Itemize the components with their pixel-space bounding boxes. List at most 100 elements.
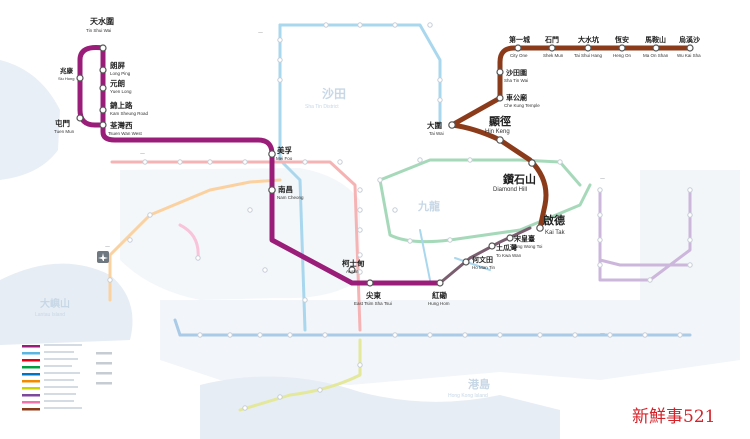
svg-text:Sha Tin Wai: Sha Tin Wai xyxy=(504,78,528,83)
svg-text:沙田圍: 沙田圍 xyxy=(506,68,527,77)
svg-text:Tuen Mun: Tuen Mun xyxy=(54,129,75,134)
svg-text:Che Kung Temple: Che Kung Temple xyxy=(504,103,540,108)
svg-text:—: — xyxy=(600,331,605,337)
station-east-tsim-sha-tsui: 尖東 East Tsim Sha Tsui xyxy=(354,290,392,306)
svg-text:—: — xyxy=(140,151,145,157)
svg-text:土瓜灣: 土瓜灣 xyxy=(496,243,517,252)
svg-text:To Kwa Wan: To Kwa Wan xyxy=(496,253,522,258)
region-labels: 沙田 Sha Tin District 九龍 大嶼山 Lantau Island… xyxy=(35,87,490,399)
svg-text:尖東: 尖東 xyxy=(366,290,381,300)
svg-text:大圍: 大圍 xyxy=(427,120,442,130)
svg-text:Ho Man Tin: Ho Man Tin xyxy=(472,265,496,270)
station-long-ping: 朗屏 Long Ping xyxy=(110,60,131,76)
svg-text:Kai Tak: Kai Tak xyxy=(545,230,566,236)
svg-text:East Tsim Sha Tsui: East Tsim Sha Tsui xyxy=(354,301,392,306)
svg-text:City One: City One xyxy=(510,53,528,58)
svg-text:南昌: 南昌 xyxy=(278,184,293,194)
svg-text:Tai Wai: Tai Wai xyxy=(429,131,444,136)
svg-text:鑽石山: 鑽石山 xyxy=(503,172,536,186)
svg-text:Long Ping: Long Ping xyxy=(110,71,131,76)
svg-text:港島: 港島 xyxy=(468,377,490,391)
station-che-kung-temple: 車公廟 Che Kung Temple xyxy=(504,93,540,108)
svg-text:朗屏: 朗屏 xyxy=(110,60,125,70)
station-mei-foo: 美孚 Mei Foo xyxy=(276,145,293,161)
svg-text:第一城: 第一城 xyxy=(509,35,530,44)
station-shek-mun: 石門 Shek Mun xyxy=(543,35,564,58)
background-lines xyxy=(108,23,692,412)
station-tai-wai: 大圍 Tai Wai xyxy=(427,120,444,136)
svg-text:宋皇臺: 宋皇臺 xyxy=(513,234,535,243)
station-diamond-hill: 鑽石山 Diamond Hill xyxy=(493,172,536,193)
station-heng-on: 恆安 Heng On xyxy=(613,35,632,58)
svg-text:Diamond Hill: Diamond Hill xyxy=(493,187,527,193)
station-nam-cheong: 南昌 Nam Cheong xyxy=(277,184,304,200)
svg-text:烏溪沙: 烏溪沙 xyxy=(679,35,700,44)
svg-text:錦上路: 錦上路 xyxy=(109,100,133,110)
svg-text:恆安: 恆安 xyxy=(615,35,629,44)
svg-text:Kam Sheung Road: Kam Sheung Road xyxy=(110,111,149,116)
svg-text:沙田: 沙田 xyxy=(322,87,346,101)
svg-text:Lantau Island: Lantau Island xyxy=(35,312,65,318)
station-ho-man-tin: 何文田 Ho Man Tin xyxy=(472,255,496,270)
station-kam-sheung-road: 錦上路 Kam Sheung Road xyxy=(109,100,149,116)
station-labels: 天水圍 Tin Shui Wai 朗屏 Long Ping 元朗 Yuen Lo… xyxy=(54,16,701,306)
station-markers xyxy=(76,44,694,287)
svg-text:天水圍: 天水圍 xyxy=(90,16,114,26)
svg-text:顯徑: 顯徑 xyxy=(489,114,511,128)
svg-text:Tsuen Wan West: Tsuen Wan West xyxy=(108,131,143,136)
station-tsuen-wan-west: 荃灣西 Tsuen Wan West xyxy=(108,120,143,136)
station-yuen-long: 元朗 Yuen Long xyxy=(110,78,132,94)
station-wu-kai-sha: 烏溪沙 Wu Kai Sha xyxy=(677,35,701,58)
svg-text:馬鞍山: 馬鞍山 xyxy=(645,35,666,44)
svg-text:Hung Hom: Hung Hom xyxy=(428,301,450,306)
svg-text:九龍: 九龍 xyxy=(417,199,440,213)
svg-text:Yuen Long: Yuen Long xyxy=(110,89,132,94)
station-tai-shui-hang: 大水坑 Tai Shui Hang xyxy=(574,35,603,58)
svg-text:大水坑: 大水坑 xyxy=(578,35,599,44)
svg-text:Ma On Shan: Ma On Shan xyxy=(643,53,669,58)
station-to-kwa-wan: 土瓜灣 To Kwa Wan xyxy=(496,243,522,258)
svg-text:Austin: Austin xyxy=(346,269,359,274)
legend xyxy=(22,344,112,411)
svg-text:Hong Kong Island: Hong Kong Island xyxy=(448,393,488,399)
svg-text:Nam Cheong: Nam Cheong xyxy=(277,195,304,200)
station-sha-tin-wai: 沙田圍 Sha Tin Wai xyxy=(504,68,528,83)
svg-text:—: — xyxy=(105,244,110,250)
svg-text:車公廟: 車公廟 xyxy=(506,93,527,102)
svg-text:大嶼山: 大嶼山 xyxy=(40,297,70,310)
svg-text:紅磡: 紅磡 xyxy=(432,290,447,300)
svg-text:Siu Hong: Siu Hong xyxy=(58,76,74,81)
svg-text:荃灣西: 荃灣西 xyxy=(110,120,133,130)
svg-text:Mei Foo: Mei Foo xyxy=(276,156,293,161)
svg-text:元朗: 元朗 xyxy=(110,78,125,88)
svg-text:Tai Shui Hang: Tai Shui Hang xyxy=(574,53,603,58)
station-hung-hom: 紅磡 Hung Hom xyxy=(428,290,450,306)
svg-text:Sung Wong Toi: Sung Wong Toi xyxy=(512,244,542,249)
svg-text:Hin Keng: Hin Keng xyxy=(485,129,510,135)
svg-text:屯門: 屯門 xyxy=(55,118,70,128)
svg-text:石門: 石門 xyxy=(544,35,559,44)
svg-text:Tin Shui Wai: Tin Shui Wai xyxy=(86,28,111,33)
station-sung-wong-toi: 宋皇臺 Sung Wong Toi xyxy=(512,234,542,249)
svg-text:Heng On: Heng On xyxy=(613,53,632,58)
station-siu-hong: 兆康 Siu Hong xyxy=(58,66,74,81)
station-austin: 柯士甸 Austin xyxy=(342,258,365,274)
station-ma-on-shan: 馬鞍山 Ma On Shan xyxy=(643,35,669,58)
station-kai-tak: 啟德 Kai Tak xyxy=(543,213,566,236)
faint-labels: — — — — — xyxy=(105,30,605,337)
svg-text:Sha Tin District: Sha Tin District xyxy=(305,104,339,110)
station-city-one: 第一城 City One xyxy=(509,35,530,58)
background-station-ticks xyxy=(107,22,693,411)
svg-text:—: — xyxy=(600,176,605,182)
svg-text:美孚: 美孚 xyxy=(277,145,292,155)
svg-text:—: — xyxy=(258,30,263,36)
station-tin-shui-wai: 天水圍 Tin Shui Wai xyxy=(86,16,114,33)
watermark: 新鮮事521 xyxy=(632,407,715,427)
tuen-ma-link-segment xyxy=(438,226,532,285)
svg-text:柯士甸: 柯士甸 xyxy=(342,258,365,268)
station-tuen-mun: 屯門 Tuen Mun xyxy=(54,118,75,134)
svg-text:Wu Kai Sha: Wu Kai Sha xyxy=(677,53,701,58)
svg-text:兆康: 兆康 xyxy=(60,66,74,75)
svg-text:何文田: 何文田 xyxy=(472,255,493,264)
